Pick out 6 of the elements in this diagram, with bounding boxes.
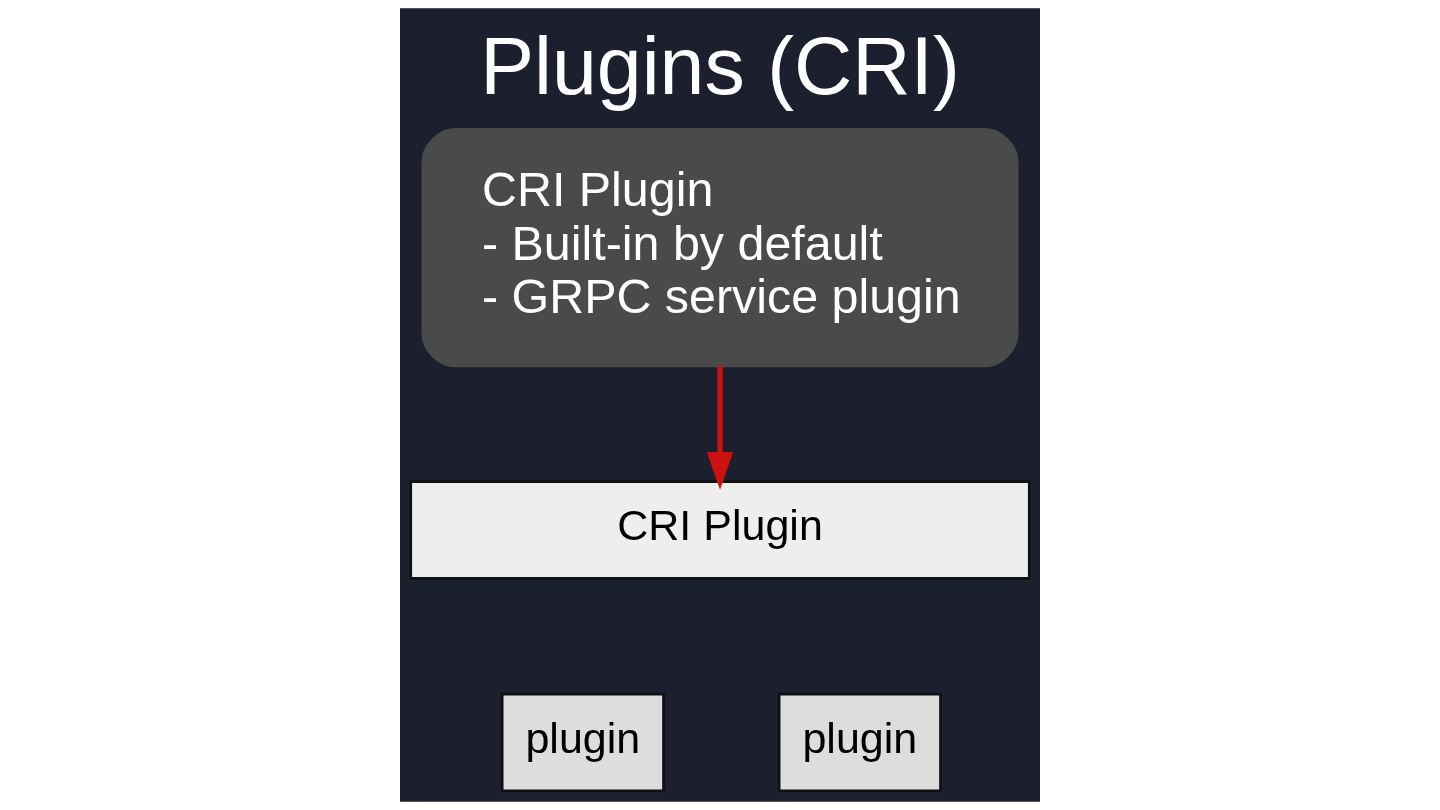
node-box: plugin: [500, 692, 665, 793]
node-box: CRI Plugin - Built-in by default - GRPC service plugin: [421, 128, 1019, 368]
node-box: CRI Plugin: [409, 480, 1031, 580]
diagram-title: Plugins (CRI): [480, 21, 960, 112]
node-box: plugin: [777, 692, 942, 793]
arrow: [706, 366, 734, 490]
